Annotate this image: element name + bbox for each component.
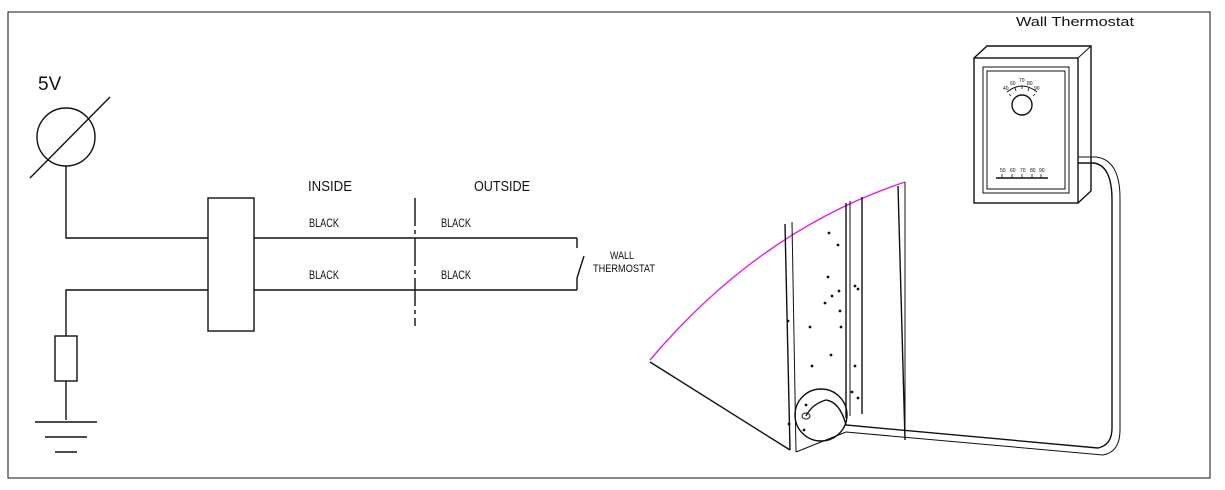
junction-box: [207, 197, 255, 332]
schematic: 5V INSIDE OUTSIDE BLACK BLACK BLACK BLAC…: [29, 74, 655, 453]
detail-circle: [794, 388, 848, 442]
panel-strip-1: [784, 223, 791, 451]
switch-label-line2: THERMOSTAT: [593, 263, 655, 275]
dial-number-4: 80: [1027, 81, 1033, 87]
thermostat-illustration: Wall Thermostat 40 60 70 80 90 50 60 70 …: [973, 14, 1134, 204]
resistor-symbol: [54, 335, 78, 382]
panel-rivets: [786, 231, 860, 432]
outside-label: OUTSIDE: [474, 178, 530, 195]
thermostat-cable-outline: [845, 156, 1121, 456]
thermostat-face-inner: [986, 70, 1066, 190]
dial-number-1: 40: [1003, 86, 1009, 92]
thermostat-box-depth: [973, 45, 1092, 204]
panel-strip-6: [897, 185, 906, 441]
scale-number-2: 60: [1010, 168, 1016, 174]
switch-label-line1: WALL: [610, 250, 634, 262]
scale-number-3: 70: [1020, 168, 1026, 174]
thermostat-face: [982, 66, 1070, 194]
supply-voltage-label: 5V: [38, 74, 62, 95]
wire-1-outside-label: BLACK: [441, 216, 471, 230]
cable-entry-grommet: [801, 412, 811, 420]
thermostat-box: [973, 57, 1079, 204]
dial-number-2: 60: [1010, 81, 1016, 87]
thermostat-title: Wall Thermostat: [1016, 14, 1134, 29]
dial-number-5: 90: [1034, 86, 1040, 92]
scale-number-4: 80: [1030, 168, 1036, 174]
switch-blade: [576, 255, 585, 279]
dial-ticks: [1008, 86, 1036, 97]
scale-number-1: 50: [1000, 168, 1006, 174]
thermostat-dial: [1011, 94, 1033, 116]
panel-illustration: [649, 156, 1121, 456]
ground-symbol: [35, 421, 97, 453]
panel-top-edge: [649, 181, 906, 361]
supply-wire-bottom: [65, 289, 208, 336]
dial-number-3: 70: [1019, 78, 1025, 84]
panel-bottom-edge: [649, 361, 791, 451]
wire-2-inside-label: BLACK: [309, 268, 339, 282]
inside-label: INSIDE: [308, 178, 352, 195]
supply-wire-top: [65, 166, 208, 239]
wire-2-outside-label: BLACK: [441, 268, 471, 282]
diagram-frame: [7, 11, 1211, 479]
voltage-source-symbol: [36, 107, 96, 167]
thermostat-cable: [805, 162, 1113, 449]
scale-number-5: 90: [1039, 168, 1045, 174]
wire-1-inside-label: BLACK: [309, 216, 339, 230]
thermostat-box-corner: [1077, 45, 1092, 59]
source-slash: [29, 96, 111, 179]
